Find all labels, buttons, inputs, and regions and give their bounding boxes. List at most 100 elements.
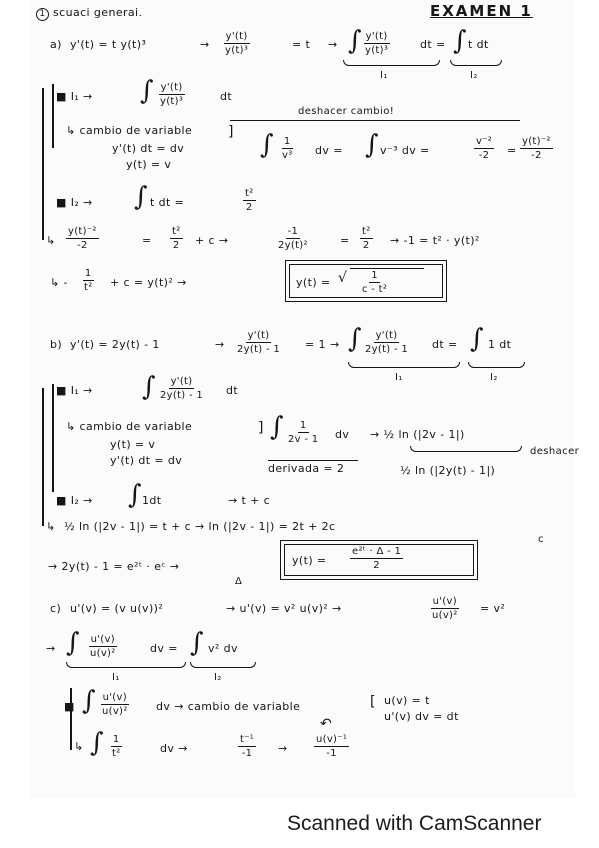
numerator: 1	[369, 270, 380, 283]
part-b-i1-fraction: y'(t) 2y(t) - 1	[158, 376, 205, 401]
numerator: y(t)⁻²	[66, 226, 99, 239]
answer-b-lhs: y(t) =	[292, 554, 327, 567]
part-c-int-fraction: u'(v) u(v)²	[88, 634, 118, 659]
numerator: t²	[243, 188, 256, 201]
part-c-int-right: v² dv	[208, 642, 238, 655]
denominator: y(t)³	[160, 96, 184, 107]
answer-box-a	[285, 260, 447, 302]
part-b-i1-dt: dt	[226, 384, 239, 397]
deshacer-note: deshacer cambio!	[298, 106, 395, 117]
numerator: 1	[82, 268, 94, 281]
cambio-eq2: y(t) = v	[126, 158, 172, 171]
part-c-sub-result: t⁻¹ -1	[238, 734, 257, 759]
integral-sign: ∫	[90, 728, 104, 758]
denominator: c - t²	[362, 284, 388, 295]
part-a-i2-result: t² 2	[243, 188, 256, 213]
eqn1-eq: =	[142, 234, 152, 247]
denominator: -2	[478, 150, 490, 161]
arrow: →	[330, 338, 340, 351]
exp-underlabel: Δ	[235, 576, 243, 587]
numerator: -1	[285, 226, 301, 239]
equals: =	[507, 144, 517, 157]
sqrt-sign: √	[338, 270, 348, 286]
part-c-label: c)	[50, 602, 62, 615]
integral-sign: ∫	[348, 324, 362, 354]
part-b-i2-result: → t + c	[228, 494, 271, 507]
part-b-int-right: 1 dt	[488, 338, 512, 351]
numerator: 1	[281, 136, 293, 149]
numerator: y'(t)	[373, 330, 400, 343]
arrow: →	[215, 338, 225, 351]
denominator: 2y(t)²	[278, 240, 308, 251]
eqn1-r-fraction: t² 2	[360, 226, 373, 251]
arrow-return: ↳	[46, 520, 56, 533]
arrow: →	[200, 38, 210, 51]
denominator: 2y(t) - 1	[160, 390, 204, 401]
bullet: ■	[64, 700, 75, 713]
eqn1-eq2: =	[340, 234, 350, 247]
part-a-i1-line: ■ I₁ →	[56, 90, 93, 103]
i2-label: I₂	[470, 70, 478, 81]
arrow: →	[328, 38, 338, 51]
part-c-i1-dv: dv → cambio de variable	[156, 700, 301, 713]
final-mid: + c = y(t)² →	[110, 276, 187, 289]
section-number: 1	[36, 8, 49, 21]
underbrace	[190, 662, 256, 668]
numerator: e²ᵗ · Δ - 1	[350, 546, 404, 559]
integral-sign: ∫	[190, 628, 204, 658]
denominator: 2	[245, 202, 253, 213]
derivada-note: derivada = 2	[268, 462, 345, 475]
section-title: scuaci generai.	[53, 6, 143, 19]
numerator: y(t)⁻²	[520, 136, 553, 149]
integral-sign: ∫	[140, 76, 154, 106]
underbrace	[450, 60, 502, 66]
i2-label: I₂	[214, 672, 222, 683]
denominator: u(v)²	[432, 610, 458, 621]
part-b-cambio: ↳ cambio de variable	[66, 420, 193, 433]
part-a-int-dt: dt =	[420, 38, 446, 51]
integral-sign: ∫	[128, 480, 142, 510]
part-a-i1-dt: dt	[220, 90, 233, 103]
part-b-int-dt: dt =	[432, 338, 458, 351]
sub-int-mid: v⁻³ dv =	[380, 144, 430, 157]
part-b-sub-result2: ½ ln (|2y(t) - 1|)	[400, 464, 496, 477]
answer-box-b-inner	[284, 544, 474, 576]
numerator: y'(t)	[158, 82, 185, 95]
eqn1-tail: → -1 = t² · y(t)²	[390, 234, 480, 247]
arrow: →	[278, 742, 288, 755]
cambio-eq2: y'(t) dt = dv	[110, 454, 183, 467]
deshacer-note: deshacer	[530, 446, 580, 457]
sqrt-bar	[350, 268, 424, 270]
numerator: y'(t)	[168, 376, 195, 389]
part-b-step1-rhs: = 1	[305, 338, 326, 351]
part-a-int-fraction: y'(t) y(t)³	[363, 31, 390, 56]
cambio-label: cambio de variable	[79, 124, 193, 137]
part-a-i2-int: t dt =	[150, 196, 185, 209]
numerator: 1	[297, 420, 309, 433]
part-b-exp-line: → 2y(t) - 1 = e²ᵗ · eᶜ →	[48, 560, 180, 573]
cambio-eq1: u(v) = t	[384, 694, 430, 707]
bracket-close: ]	[258, 420, 264, 436]
eqn1-c: + c →	[195, 234, 229, 247]
answer-box-b	[280, 540, 478, 580]
bracket-close: ]	[228, 124, 234, 140]
part-c-sub-result2: u(v)⁻¹ -1	[314, 734, 350, 759]
inner-bracket	[70, 688, 72, 750]
numerator: t⁻¹	[238, 734, 257, 747]
numerator: u'(v)	[430, 596, 459, 609]
integral-sign: ∫	[260, 130, 274, 160]
cambio-label: cambio de variable	[79, 420, 193, 433]
arrow-return: ↳	[74, 740, 84, 753]
denominator: y(t)³	[225, 45, 249, 56]
underbrace	[66, 662, 186, 668]
curved-arrow: ↶	[320, 716, 333, 732]
part-b-i1-line: ■ I₁ →	[56, 384, 93, 397]
part-a-equation: y'(t) = t y(t)³	[70, 38, 147, 51]
sub-int-dv: dv =	[315, 144, 343, 157]
part-c-step1: → u'(v) = v² u(v)² →	[226, 602, 342, 615]
part-b-sub-dv: dv	[335, 428, 350, 441]
denominator: 2	[172, 240, 180, 251]
denominator: v³	[282, 150, 293, 161]
denominator: 2y(t) - 1	[237, 344, 281, 355]
numerator: t²	[170, 226, 183, 239]
